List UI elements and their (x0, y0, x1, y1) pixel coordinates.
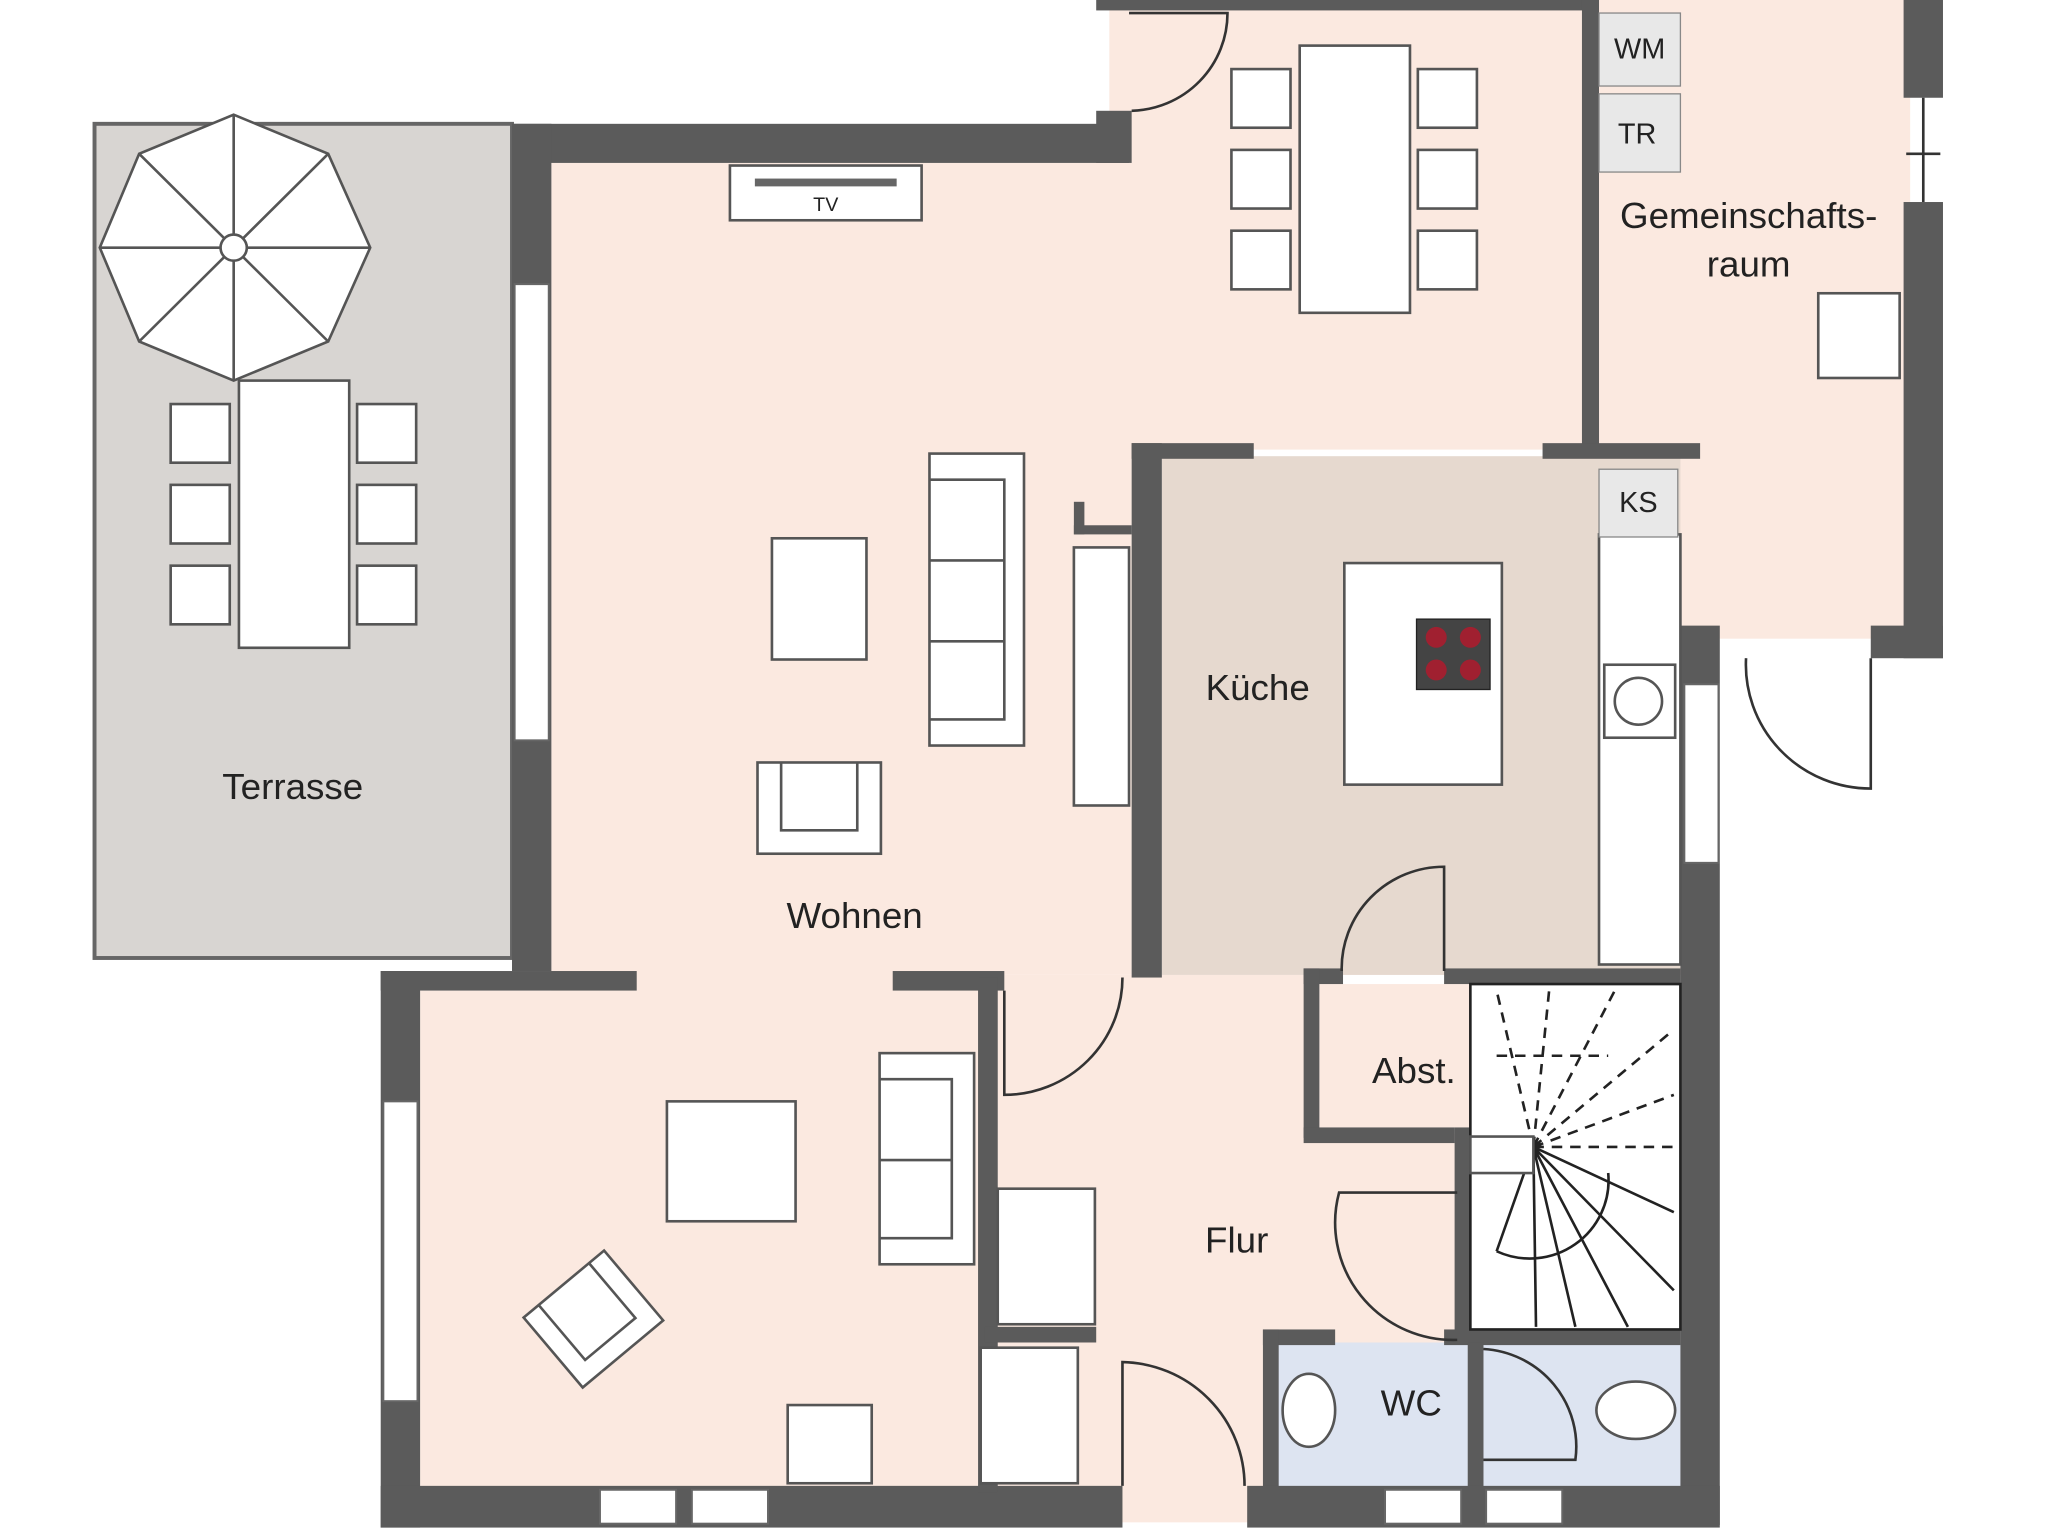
window-bottom-3 (1384, 1488, 1463, 1525)
kitchen-counter (1597, 533, 1682, 966)
window-left (382, 1100, 419, 1403)
cabinet-1 (996, 1187, 1097, 1326)
staircase (1469, 982, 1682, 1331)
door-living[interactable] (1002, 977, 1124, 1097)
window-bottom-2 (690, 1488, 769, 1525)
sink-icon (1602, 663, 1677, 740)
window-bottom-4 (1485, 1488, 1564, 1525)
room-label-common-2: raum (1707, 243, 1791, 284)
room-label-terrace: Terrasse (222, 766, 363, 807)
washbasin-icon (1281, 1372, 1337, 1449)
flur-floor-2 (1306, 1133, 1471, 1343)
table (665, 1100, 797, 1223)
tv-unit: TV (728, 164, 923, 222)
toilet-icon (1595, 1380, 1677, 1441)
room-label-kitchen: Küche (1206, 667, 1310, 708)
room-label-hallway: Flur (1205, 1220, 1268, 1261)
kitchen-island (1343, 561, 1504, 786)
side-table (786, 1403, 874, 1485)
sofa (928, 452, 1026, 747)
room-label-wc: WC (1381, 1383, 1442, 1424)
room-label-common-1: Gemeinschafts- (1620, 195, 1877, 236)
dryer: TR (1598, 93, 1682, 173)
window-terrace (513, 283, 550, 742)
fridge: KS (1598, 468, 1679, 538)
storage-floor (1319, 984, 1471, 1128)
room-label-storage: Abst. (1372, 1050, 1456, 1091)
svg-text:TR: TR (1618, 118, 1656, 150)
door-wc[interactable] (1483, 1347, 1578, 1462)
coffee-table (770, 536, 868, 661)
door-entrance[interactable] (1121, 1360, 1246, 1486)
wall-marker (1906, 97, 1941, 203)
cabinet-common (1816, 291, 1901, 380)
svg-text:WM: WM (1614, 34, 1665, 66)
dining-set (1230, 44, 1479, 315)
svg-text:TV: TV (813, 194, 838, 216)
sideboard (1072, 546, 1131, 807)
room-label-living: Wohnen (787, 895, 923, 936)
terrace-dining-set (169, 379, 418, 650)
armchair-2 (521, 1248, 666, 1390)
door-top[interactable] (1129, 11, 1229, 113)
armchair (756, 761, 883, 856)
svg-text:KS: KS (1619, 487, 1658, 519)
window-bottom-1 (598, 1488, 678, 1525)
cabinet-2 (979, 1346, 1080, 1485)
door-kitchen[interactable] (1340, 865, 1446, 972)
sofa-2 (878, 1051, 976, 1266)
parasol-icon (98, 113, 372, 383)
door-flur[interactable] (1333, 1191, 1458, 1342)
washing-machine: WM (1598, 12, 1682, 87)
door-side[interactable] (1744, 658, 1873, 790)
window-kitchen (1683, 683, 1720, 864)
